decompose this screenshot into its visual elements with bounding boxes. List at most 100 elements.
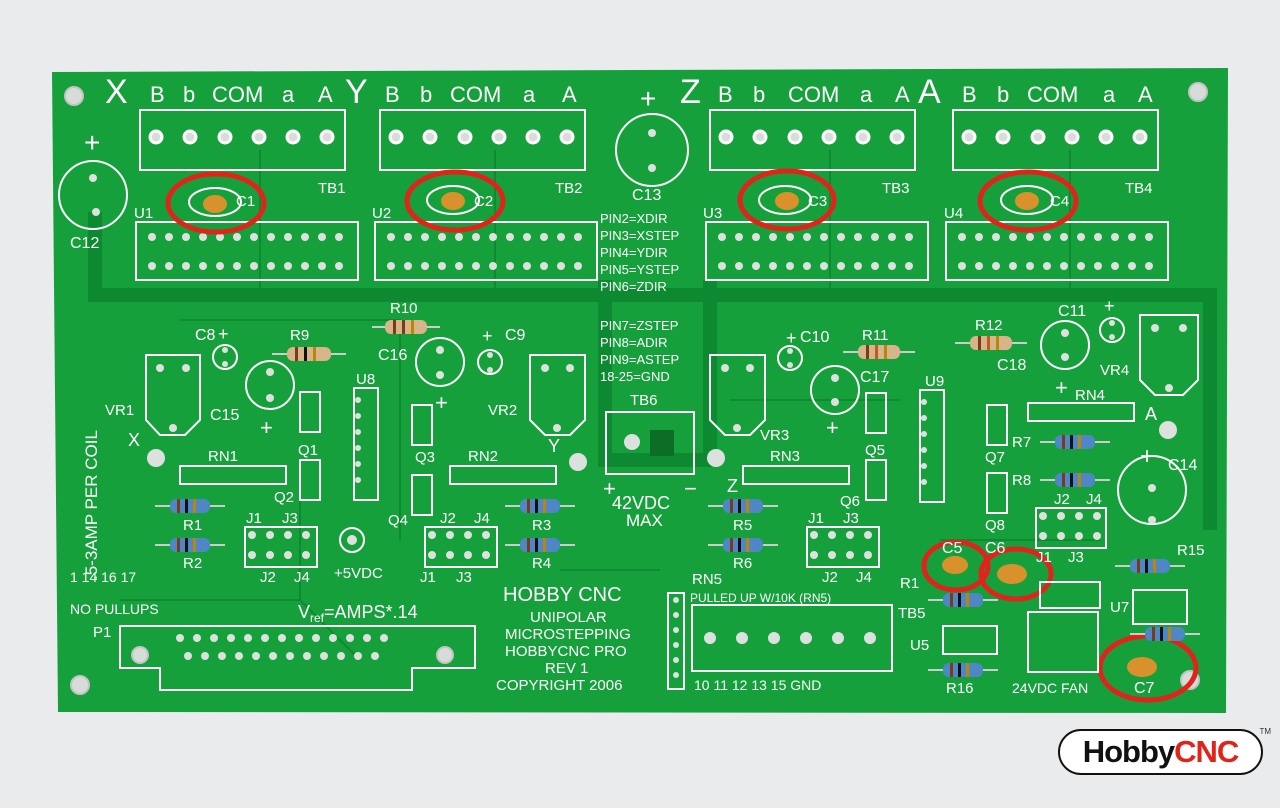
resistor-band	[958, 663, 961, 677]
extra-pads	[176, 397, 1101, 678]
resistor-band	[535, 499, 538, 513]
u3-label: U3	[703, 205, 722, 222]
jumper-pin	[464, 551, 472, 559]
resistor-band	[177, 538, 180, 552]
ic-pin	[992, 233, 1000, 241]
ic-pin	[148, 262, 156, 270]
c18-label: C18	[997, 357, 1026, 374]
vr2-axis-y: Y	[548, 436, 560, 456]
resistor-band	[1168, 627, 1171, 641]
j2-label: J2	[440, 510, 456, 527]
ic-pin	[888, 233, 896, 241]
r10-label: R10	[390, 300, 418, 317]
ic-pin	[837, 262, 845, 270]
rn3-label: RN3	[770, 448, 800, 465]
r11-label: R11	[862, 327, 888, 344]
resistors	[155, 320, 1200, 677]
ic-pin	[216, 233, 224, 241]
ic-pin	[921, 479, 927, 485]
c4-label: C4	[1050, 193, 1069, 210]
tb6-label: TB6	[630, 392, 658, 409]
ic-pins	[148, 233, 1153, 270]
ic-pin	[871, 262, 879, 270]
resistor-band	[746, 499, 749, 513]
resistor-body	[520, 538, 560, 552]
ic-pin	[1145, 233, 1153, 241]
terminal-pads	[148, 129, 1148, 145]
jumper-pin	[1093, 532, 1101, 540]
resistor-band	[1070, 473, 1073, 487]
pin-map-line: 18-25=GND	[600, 369, 670, 384]
resistor-body	[1055, 435, 1095, 449]
j3-label: J3	[282, 510, 298, 527]
pin-a-lower: a	[1103, 82, 1116, 107]
ic-pin	[769, 233, 777, 241]
ic-pin	[752, 262, 760, 270]
c10-plus: +	[786, 328, 797, 348]
cap-labels: C1 C2 C3 C4	[236, 193, 1069, 210]
resistor-band	[177, 499, 180, 513]
rn2-label: RN2	[468, 448, 498, 465]
ic-pin	[335, 262, 343, 270]
u5-label: U5	[910, 637, 929, 654]
ic-pin	[523, 233, 531, 241]
ic-pin	[1128, 233, 1136, 241]
j1-label: J1	[246, 510, 262, 527]
ic-pin	[1145, 262, 1153, 270]
ic-pin	[803, 233, 811, 241]
ic-pin	[455, 262, 463, 270]
j2-label: J2	[1054, 491, 1070, 508]
ic-pin	[318, 233, 326, 241]
u1-label: U1	[134, 205, 153, 222]
ic-pin	[318, 262, 326, 270]
c2-label: C2	[474, 193, 493, 210]
db25-pin	[269, 652, 277, 660]
u2-label: U2	[372, 205, 391, 222]
ic-pin	[355, 445, 361, 451]
ic-pin	[233, 262, 241, 270]
resistor-labels: R10 R9 R11 R12 R1 R2 R3 R4 R5 R6 R7 R8 R…	[183, 300, 1205, 697]
tb1-label: TB1	[318, 180, 346, 197]
pins-left: 1 14 16 17	[70, 569, 136, 585]
ic-pin	[820, 262, 828, 270]
q4-label: Q4	[388, 512, 408, 529]
jumper-pin	[846, 551, 854, 559]
ic-pin	[199, 262, 207, 270]
c13-label: C13	[632, 187, 661, 204]
ic-pin	[921, 415, 927, 421]
resistor-body	[170, 538, 210, 552]
j4-label: J4	[856, 569, 872, 586]
blue-resistors	[155, 435, 1200, 677]
terminal-labels: TB1 TB2 TB3 TB4	[318, 180, 1153, 197]
r1-label: R1	[183, 517, 202, 534]
pin-a-lower: a	[523, 82, 536, 107]
ic-pin	[1094, 262, 1102, 270]
resistor-body	[520, 499, 560, 513]
resistor-band	[958, 593, 961, 607]
outlines	[119, 314, 1199, 691]
ic-pin	[854, 233, 862, 241]
resistor-band	[1137, 559, 1140, 573]
resistor-band	[730, 499, 733, 513]
resistor-body	[1145, 627, 1185, 641]
power-labels: + − 42VDC MAX +5VDC 1 14 16 17 NO PULLUP…	[70, 476, 1088, 696]
r4-label: R4	[532, 555, 551, 572]
resistor-band	[1070, 435, 1073, 449]
p1-label: P1	[93, 624, 111, 641]
resistor-band	[1145, 559, 1148, 573]
r8-label: R8	[1012, 472, 1031, 489]
resistor-body	[723, 538, 763, 552]
hobby-cnc-title: HOBBY CNC	[503, 584, 622, 606]
ic-pin	[1094, 233, 1102, 241]
jumper-pin	[248, 551, 256, 559]
resistor-body	[943, 663, 983, 677]
component-labels: U8 U9 U5 U7 Q1 Q2 Q3 Q4 Q5 Q6 Q7 Q8 VR1 …	[93, 362, 1157, 654]
resistor-band	[193, 499, 196, 513]
ic-pin	[921, 463, 927, 469]
pin-com: COM	[450, 82, 501, 107]
ic-pin	[921, 431, 927, 437]
ic-pin	[871, 233, 879, 241]
db25-pin	[278, 634, 286, 642]
resistor-band	[1078, 473, 1081, 487]
